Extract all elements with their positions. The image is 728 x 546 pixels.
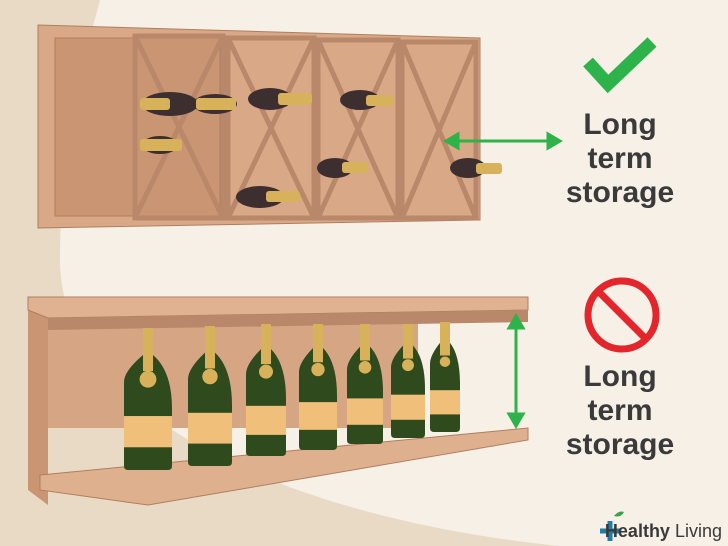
bottle (299, 324, 337, 450)
logo-word: Healthy (604, 521, 670, 541)
lying-bottles (140, 88, 502, 208)
standing-bottles (124, 322, 460, 470)
bottle (124, 328, 172, 470)
label-line: term (587, 142, 653, 175)
logo-word: Living (674, 521, 722, 541)
bottle (188, 326, 232, 466)
good-storage-label: Long term storage (545, 108, 695, 210)
healthy-living-logo: Healthy Living (605, 521, 722, 542)
check-icon (583, 37, 657, 94)
label-line: term (587, 394, 653, 427)
wine-rack (37, 24, 502, 229)
gap-arrow-icon (443, 131, 563, 151)
label-line: storage (565, 428, 675, 461)
prohibited-icon (584, 277, 660, 353)
label-line: storage (565, 176, 675, 209)
height-arrow-icon (506, 313, 526, 429)
bottle (391, 324, 425, 438)
label-line: Long (583, 108, 657, 141)
bottle (246, 324, 286, 456)
bad-storage-label: Long term storage (545, 360, 695, 462)
label-line: Long (583, 360, 657, 393)
healthy-living-logo-icon (600, 511, 624, 541)
bottle (347, 324, 383, 444)
bottle (430, 322, 460, 432)
